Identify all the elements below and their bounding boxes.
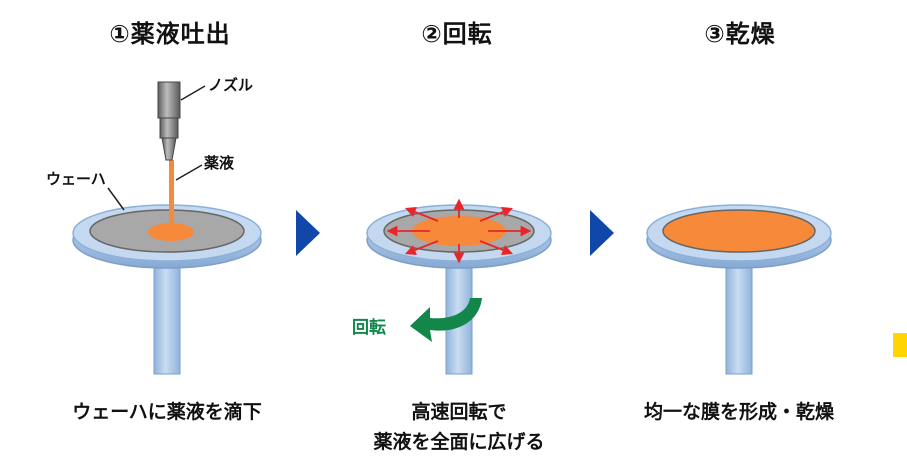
- step-arrow-icon: [296, 210, 320, 256]
- chemical-stream: [169, 160, 174, 232]
- wafer-label: ウェーハ: [46, 170, 106, 188]
- step-arrow-icon: [590, 210, 614, 256]
- chuck-stem-3: [725, 261, 753, 375]
- caption-step-1: ウェーハに薬液を滴下: [72, 401, 262, 423]
- step-title-3: ③乾燥: [704, 20, 776, 48]
- coated-film-3: [662, 209, 816, 253]
- step2-illustration: [366, 198, 552, 375]
- rotation-label: 回転: [352, 318, 386, 338]
- spread-arrow-icon: [386, 198, 532, 264]
- chuck-stem-1: [153, 261, 181, 375]
- step3-illustration: [646, 204, 832, 375]
- nozzle-label: ノズル: [208, 76, 254, 94]
- step1-illustration: [72, 81, 262, 375]
- rotation-arrow-icon: [410, 298, 482, 342]
- edge-highlight: [893, 333, 907, 357]
- step-title-2: ②回転: [421, 20, 493, 48]
- caption-step-2: 高速回転で 薬液を全面に広げる: [373, 401, 545, 453]
- nozzle: [157, 81, 181, 161]
- step-title-1: ①薬液吐出: [109, 20, 231, 48]
- chemical-label: 薬液: [204, 154, 235, 172]
- chemical-spread-2: [412, 216, 506, 246]
- caption-step-3: 均一な膜を形成・乾燥: [643, 401, 834, 423]
